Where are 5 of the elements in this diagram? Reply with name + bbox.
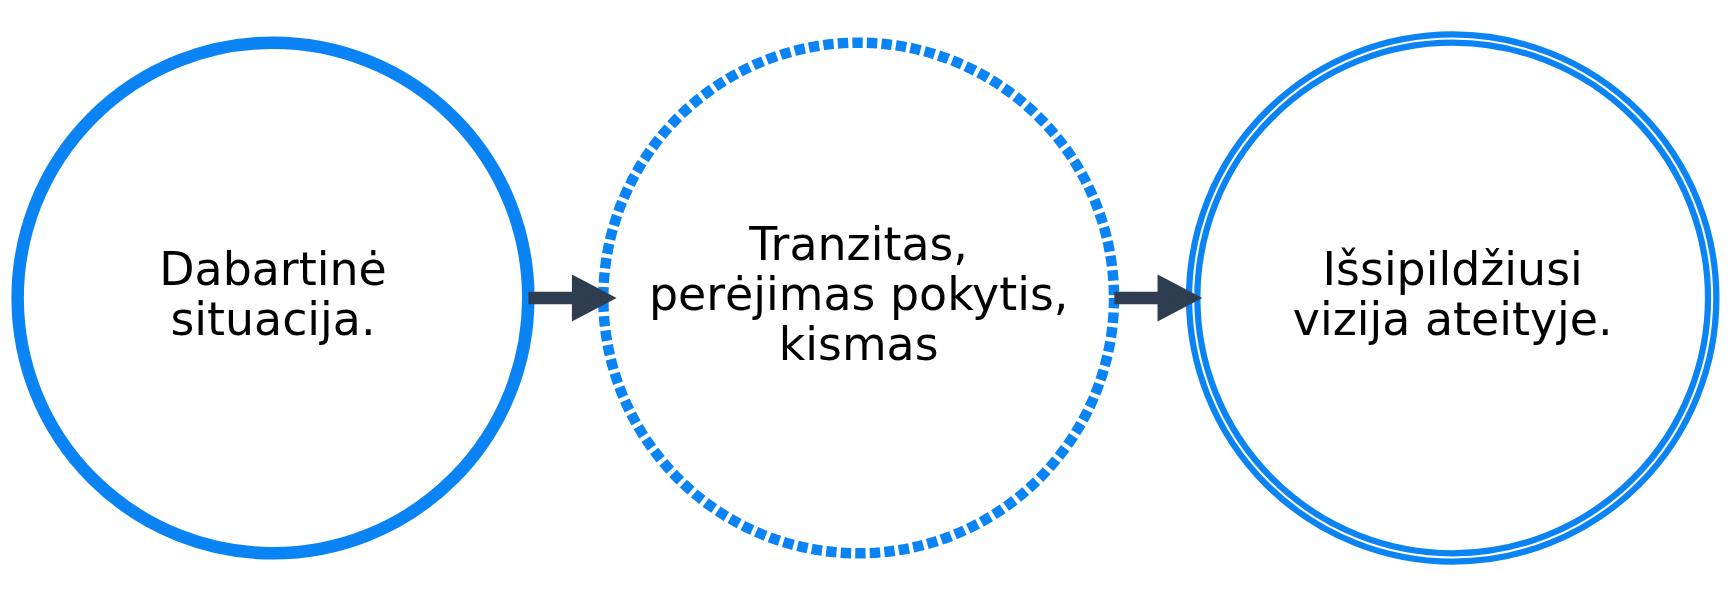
- node-circle: Išsipildžiusi vizija ateityje.: [1185, 31, 1720, 565]
- node-circle: Dabartinė situacija.: [11, 36, 535, 560]
- arrow: [528, 274, 617, 322]
- node-circle: Tranzitas, perėjimas pokytis, kismas: [598, 37, 1120, 559]
- arrow: [1114, 274, 1203, 322]
